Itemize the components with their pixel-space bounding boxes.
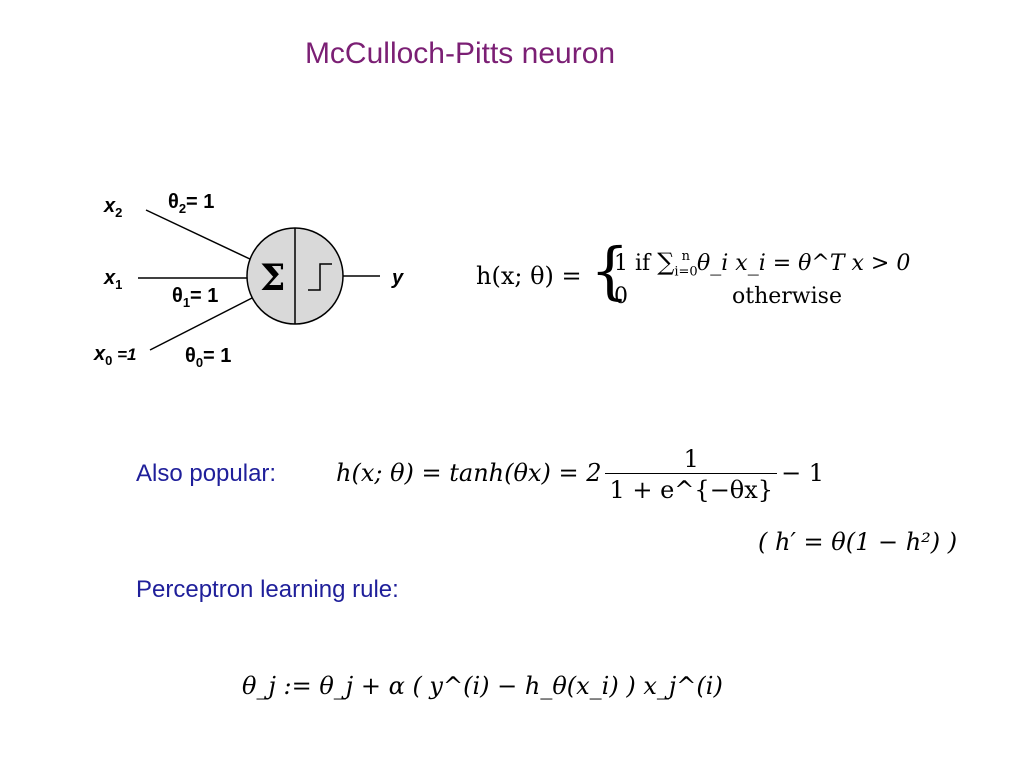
update-rule-formula: θ_j := θ_j + α ( y^(i) − h_θ(x_i) ) x_j^… [242, 672, 723, 700]
input-x1: x1 [103, 267, 122, 292]
activation-lhs: h(x; θ) = [476, 262, 582, 290]
input-x2: x2 [103, 195, 122, 220]
input-line-2 [145, 209, 253, 261]
also-popular-label: Also popular: [136, 460, 277, 487]
piecewise-brace: { [590, 234, 630, 307]
derivative-formula: ( h′ = θ(1 − h²) ) [758, 528, 958, 556]
output-y: y [391, 267, 404, 289]
slide-title: McCulloch-Pitts neuron [304, 37, 616, 70]
neuron-diagram: Σ x2 x1 x0 =1 θ2= 1 θ1= 1 θ0= 1 y [93, 191, 404, 370]
weight-theta1: θ1= 1 [172, 285, 218, 310]
weight-theta0: θ0= 1 [185, 345, 231, 370]
activation-case-2: 0 otherwise [614, 284, 842, 309]
sum-symbol: Σ [260, 257, 285, 299]
input-x0: x0 =1 [93, 343, 136, 368]
perceptron-rule-label: Perceptron learning rule: [136, 576, 399, 603]
input-line-0 [149, 297, 253, 351]
weight-theta2: θ2= 1 [168, 191, 214, 216]
activation-case-1: 1 if ∑i=0n θ_i x_i = θ^T x > 0 [614, 248, 911, 280]
step-function-icon [308, 263, 332, 291]
